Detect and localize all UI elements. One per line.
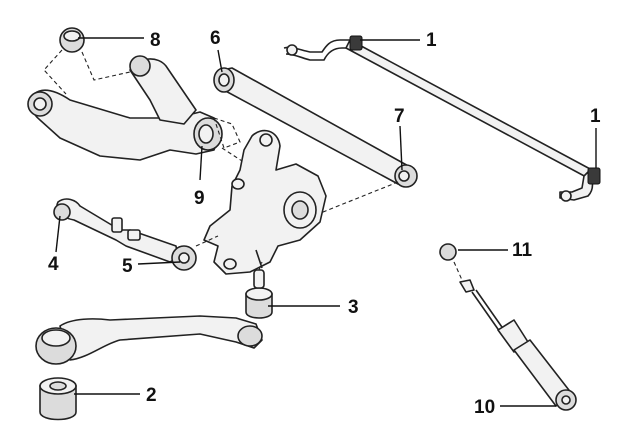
toe-link	[53, 198, 197, 271]
callout-1-right: 1	[590, 106, 601, 127]
bushing3-dash	[258, 261, 263, 271]
hub-carrier	[203, 129, 327, 275]
lower-arm-bushing-2	[39, 377, 77, 421]
callout-10: 10	[474, 397, 495, 418]
lower-arm	[35, 315, 263, 365]
callout-8: 8	[150, 30, 161, 51]
callout-leaders	[55, 37, 597, 407]
lower-arm-bushing-3	[245, 269, 273, 319]
callout-7: 7	[394, 106, 405, 127]
link-dash-line	[317, 181, 399, 215]
callout-5: 5	[122, 256, 133, 277]
trailing-link	[213, 67, 418, 188]
callout-3: 3	[348, 297, 359, 318]
callout-6: 6	[210, 28, 221, 49]
bushing8-dash-b	[81, 51, 131, 81]
callout-2: 2	[146, 385, 157, 406]
bushing8-dash-a	[43, 49, 67, 95]
callout-9: 9	[194, 188, 205, 209]
upper-wishbone	[27, 55, 223, 161]
stabilizer-bar	[283, 39, 594, 202]
wishbone-bushing-8	[59, 27, 85, 53]
bushing9-dash	[213, 117, 241, 149]
callout-4: 4	[48, 254, 59, 275]
callout-1-left: 1	[426, 30, 437, 51]
callout-11: 11	[512, 240, 533, 261]
shock-absorber	[439, 243, 577, 411]
stabilizer-bushing-left	[349, 35, 363, 51]
stabilizer-bushing-right	[587, 167, 601, 185]
